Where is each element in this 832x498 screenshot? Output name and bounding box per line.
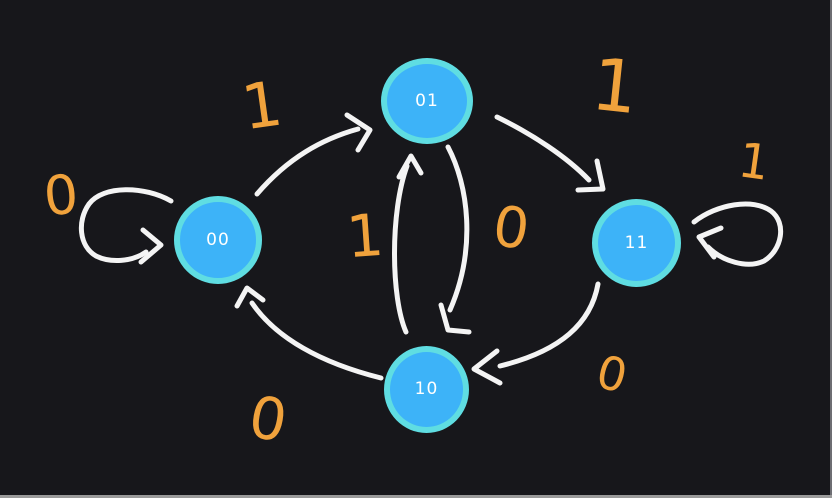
transition-curve	[494, 114, 592, 183]
bottom-edge-line	[0, 495, 832, 498]
arrowhead	[344, 112, 373, 153]
transition-curve	[254, 126, 361, 197]
arrowhead	[396, 153, 424, 180]
transition-curve	[497, 281, 601, 369]
state-node-01[interactable]: 01	[381, 58, 473, 144]
arrowhead	[438, 302, 472, 335]
state-node-00[interactable]: 00	[174, 196, 262, 284]
arrowhead	[696, 225, 724, 260]
state-label-01: 01	[415, 90, 439, 111]
state-node-10[interactable]: 10	[384, 346, 469, 433]
transition-arrow-01-10[interactable]	[438, 144, 472, 335]
state-node-11[interactable]: 11	[592, 199, 681, 287]
transition-curve	[691, 201, 784, 267]
right-edge-line	[830, 0, 832, 495]
transition-arrow-00-01[interactable]	[254, 112, 373, 197]
transition-label-00-01[interactable]: 1	[237, 66, 287, 145]
arrowhead	[471, 348, 503, 386]
arrowhead	[575, 158, 606, 193]
transition-label-00-self[interactable]: 0	[41, 162, 81, 229]
transition-arrow-10-01[interactable]	[392, 153, 424, 335]
transition-curve	[249, 300, 384, 381]
state-label-11: 11	[624, 232, 649, 253]
transition-label-01-11[interactable]: 1	[587, 41, 643, 131]
transition-curve	[78, 187, 174, 263]
state-label-00: 00	[206, 229, 230, 250]
transition-arrow-00-self[interactable]	[78, 187, 174, 265]
transition-curve	[445, 144, 470, 313]
state-label-10: 10	[414, 379, 439, 399]
transition-curve	[392, 163, 410, 335]
transition-arrow-11-self[interactable]	[691, 201, 784, 267]
transition-label-10-01[interactable]: 1	[344, 200, 386, 272]
arrowhead	[234, 285, 266, 309]
transition-arrow-10-00[interactable]	[234, 285, 384, 381]
arrowhead	[138, 227, 164, 265]
transition-arrow-01-11[interactable]	[494, 114, 606, 193]
transition-arrow-11-10[interactable]	[471, 281, 601, 386]
